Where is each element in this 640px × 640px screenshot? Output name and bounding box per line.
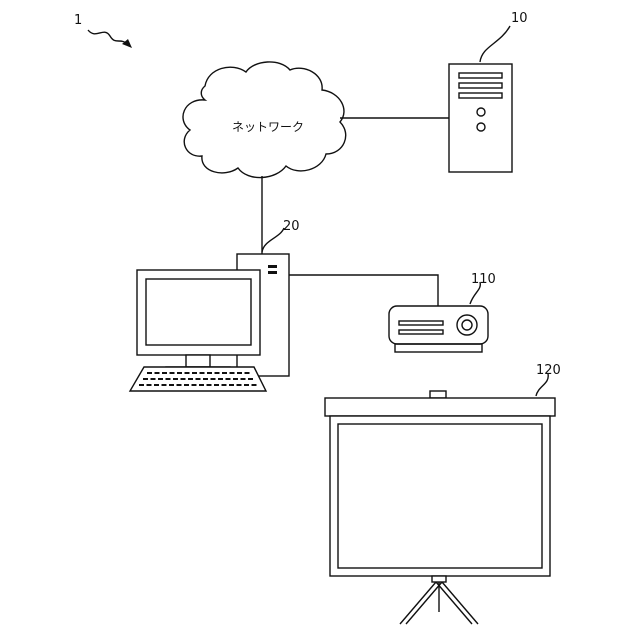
projector-base: [395, 344, 482, 352]
computer-monitor: [137, 270, 260, 355]
projector-ref-label: 110: [471, 272, 496, 287]
projector: [389, 306, 488, 352]
computer-leader: [262, 228, 284, 252]
screen-ref-label: 120: [536, 363, 561, 378]
server: [449, 64, 512, 172]
screen-stand-joint: [432, 576, 446, 582]
projection-screen: [325, 391, 555, 624]
screen-handle: [430, 391, 446, 398]
system-ref-arrowhead: [122, 39, 132, 48]
server-ref-label: 10: [511, 11, 528, 26]
computer: [130, 254, 289, 391]
system-ref-label: 1: [74, 13, 82, 28]
network-label: ネットワーク: [232, 120, 304, 134]
server-leader: [480, 26, 510, 62]
computer-ref-label: 20: [283, 219, 300, 234]
screen-tripod: [400, 582, 478, 624]
screen-canvas: [330, 416, 550, 576]
computer-monitor-stand: [186, 355, 210, 367]
link-computer-projector: [289, 275, 438, 306]
screen-housing: [325, 398, 555, 416]
